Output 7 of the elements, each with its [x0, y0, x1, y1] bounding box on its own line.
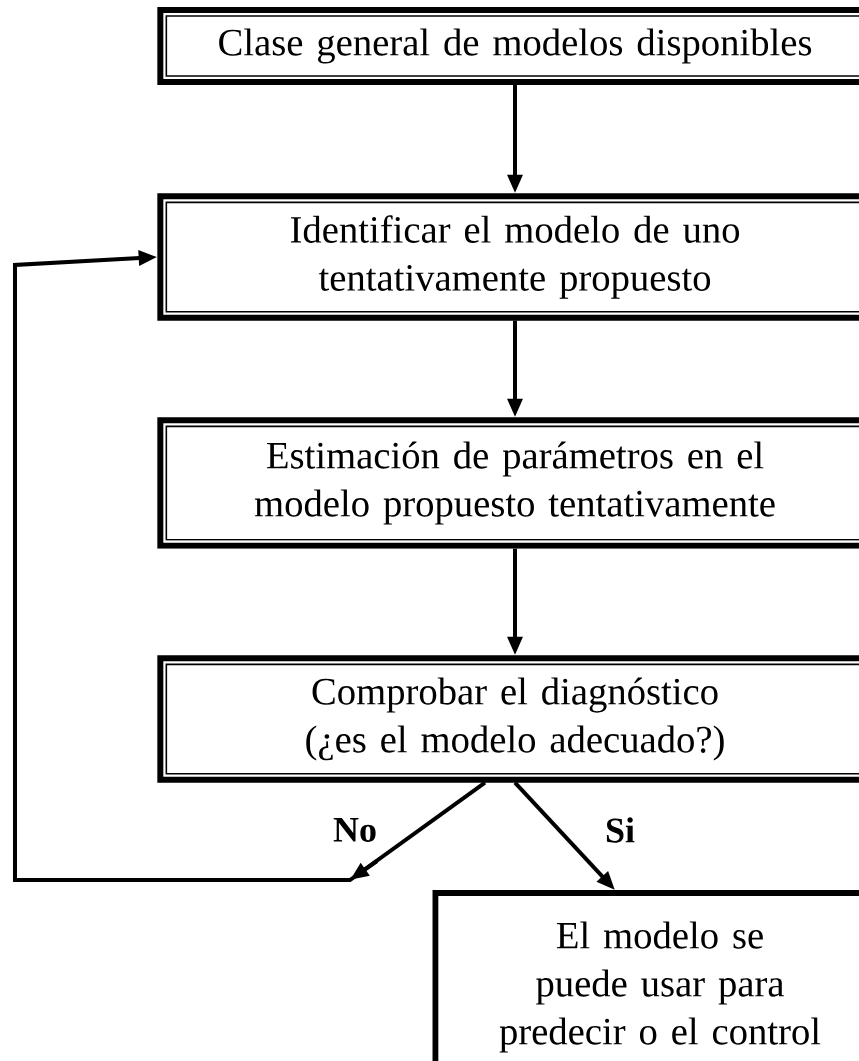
process-box: Clase general de modelos disponibles	[157, 7, 859, 85]
process-box: El modelo se puede usar para predecir o el control	[432, 890, 859, 1061]
arrow	[13, 250, 487, 882]
process-box: Identificar el modelo de uno tentativamente propuesto	[157, 193, 859, 321]
process-box: Comprobar el diagnóstico (¿es el modelo adecuado?)	[157, 655, 859, 783]
edge-label: Si	[603, 816, 637, 844]
process-box: Estimación de parámetros en el modelo propuesto tentativamente	[157, 417, 859, 549]
